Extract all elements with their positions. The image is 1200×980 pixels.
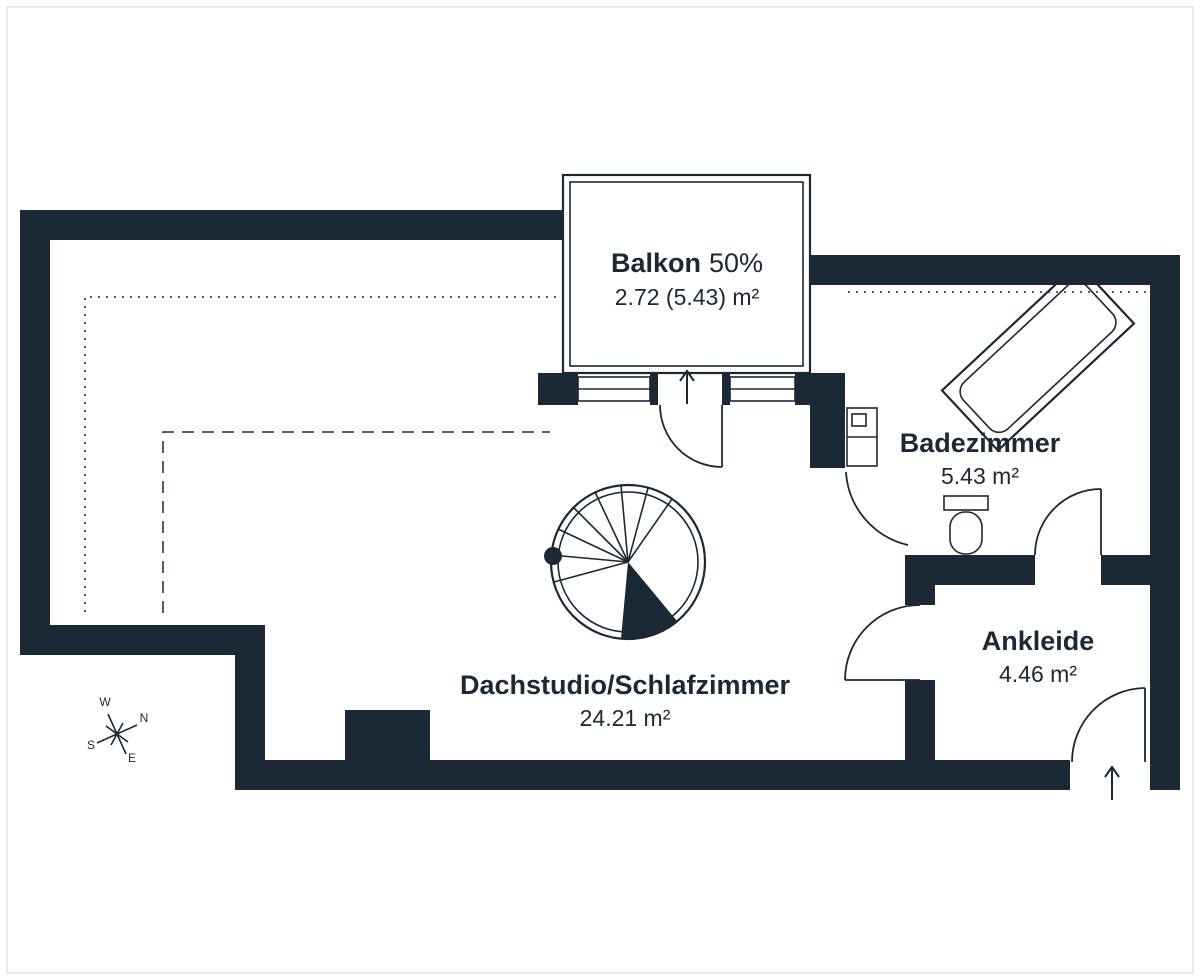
door-jamb [650, 373, 658, 405]
stair-direction-wedge [621, 562, 677, 640]
wall-segment [1150, 255, 1180, 790]
windows [577, 376, 796, 402]
wall-segment [20, 210, 563, 240]
entrance-arrow-icon [1104, 765, 1120, 800]
compass-west-label: W [99, 695, 111, 709]
partition-wall [905, 555, 935, 605]
compass-north-label: N [140, 711, 149, 725]
walls [20, 210, 1180, 790]
door-jamb [722, 373, 730, 405]
bathroom-door-swing [845, 471, 909, 546]
radiator-detail [851, 413, 867, 427]
compass-east-label: E [128, 751, 136, 765]
room-label-balkon: Balkon 50% [611, 248, 763, 278]
room-label-badezimmer: Badezimmer [900, 428, 1061, 458]
bath-dressing-door-swing [1034, 488, 1102, 556]
balcony-railing-inner [569, 181, 804, 367]
roof-slope-lines [84, 291, 1148, 613]
wc-bowl [949, 511, 983, 555]
compass-rose: W N S E [87, 695, 148, 765]
bathroom-wall [1101, 555, 1150, 585]
wall-segment [20, 210, 50, 655]
stair-treads [550, 484, 673, 583]
stair-newel-post [544, 547, 562, 565]
room-label-dachstudio: Dachstudio/Schlafzimmer [460, 670, 791, 700]
direction-arrows [679, 369, 1120, 800]
room-labels: Balkon 50% 2.72 (5.43) m² Badezimmer 5.43… [460, 248, 1094, 731]
roof-slope-dotted-left [84, 296, 558, 612]
bathroom-wall [810, 405, 845, 468]
wall-segment [20, 625, 265, 655]
compass-south-label: S [87, 738, 95, 752]
room-label-ankleide: Ankleide [982, 626, 1095, 656]
room-area-badezimmer: 5.43 m² [941, 463, 1019, 489]
room-area-ankleide: 4.46 m² [999, 661, 1077, 687]
balcony-door-arrow-icon [679, 369, 695, 404]
bathtub-inner [959, 280, 1117, 434]
entrance-door-swing [1071, 687, 1146, 763]
roof-slope-dashed-left [162, 431, 550, 613]
chimney-block [345, 710, 430, 760]
bathtub-outer [940, 262, 1136, 452]
dressing-door-swing [844, 604, 921, 681]
wall-segment [795, 373, 845, 405]
room-area-dachstudio: 24.21 m² [580, 705, 671, 731]
wall-segment [538, 373, 578, 405]
doors [659, 404, 1146, 763]
radiator [846, 407, 878, 467]
compass-spokes [96, 713, 138, 755]
spiral-staircase [544, 483, 707, 641]
wall-segment [235, 760, 1070, 790]
room-area-balkon: 2.72 (5.43) m² [615, 284, 760, 310]
wall-segment [810, 255, 1180, 285]
wc [943, 495, 989, 555]
bathtub [940, 262, 1136, 452]
balkon-name: Balkon [611, 248, 701, 278]
wc-cistern [943, 495, 989, 511]
page-border [6, 6, 1194, 974]
balkon-share: 50% [709, 248, 763, 278]
partition-wall [905, 680, 935, 760]
balcony-door-swing [659, 404, 723, 468]
